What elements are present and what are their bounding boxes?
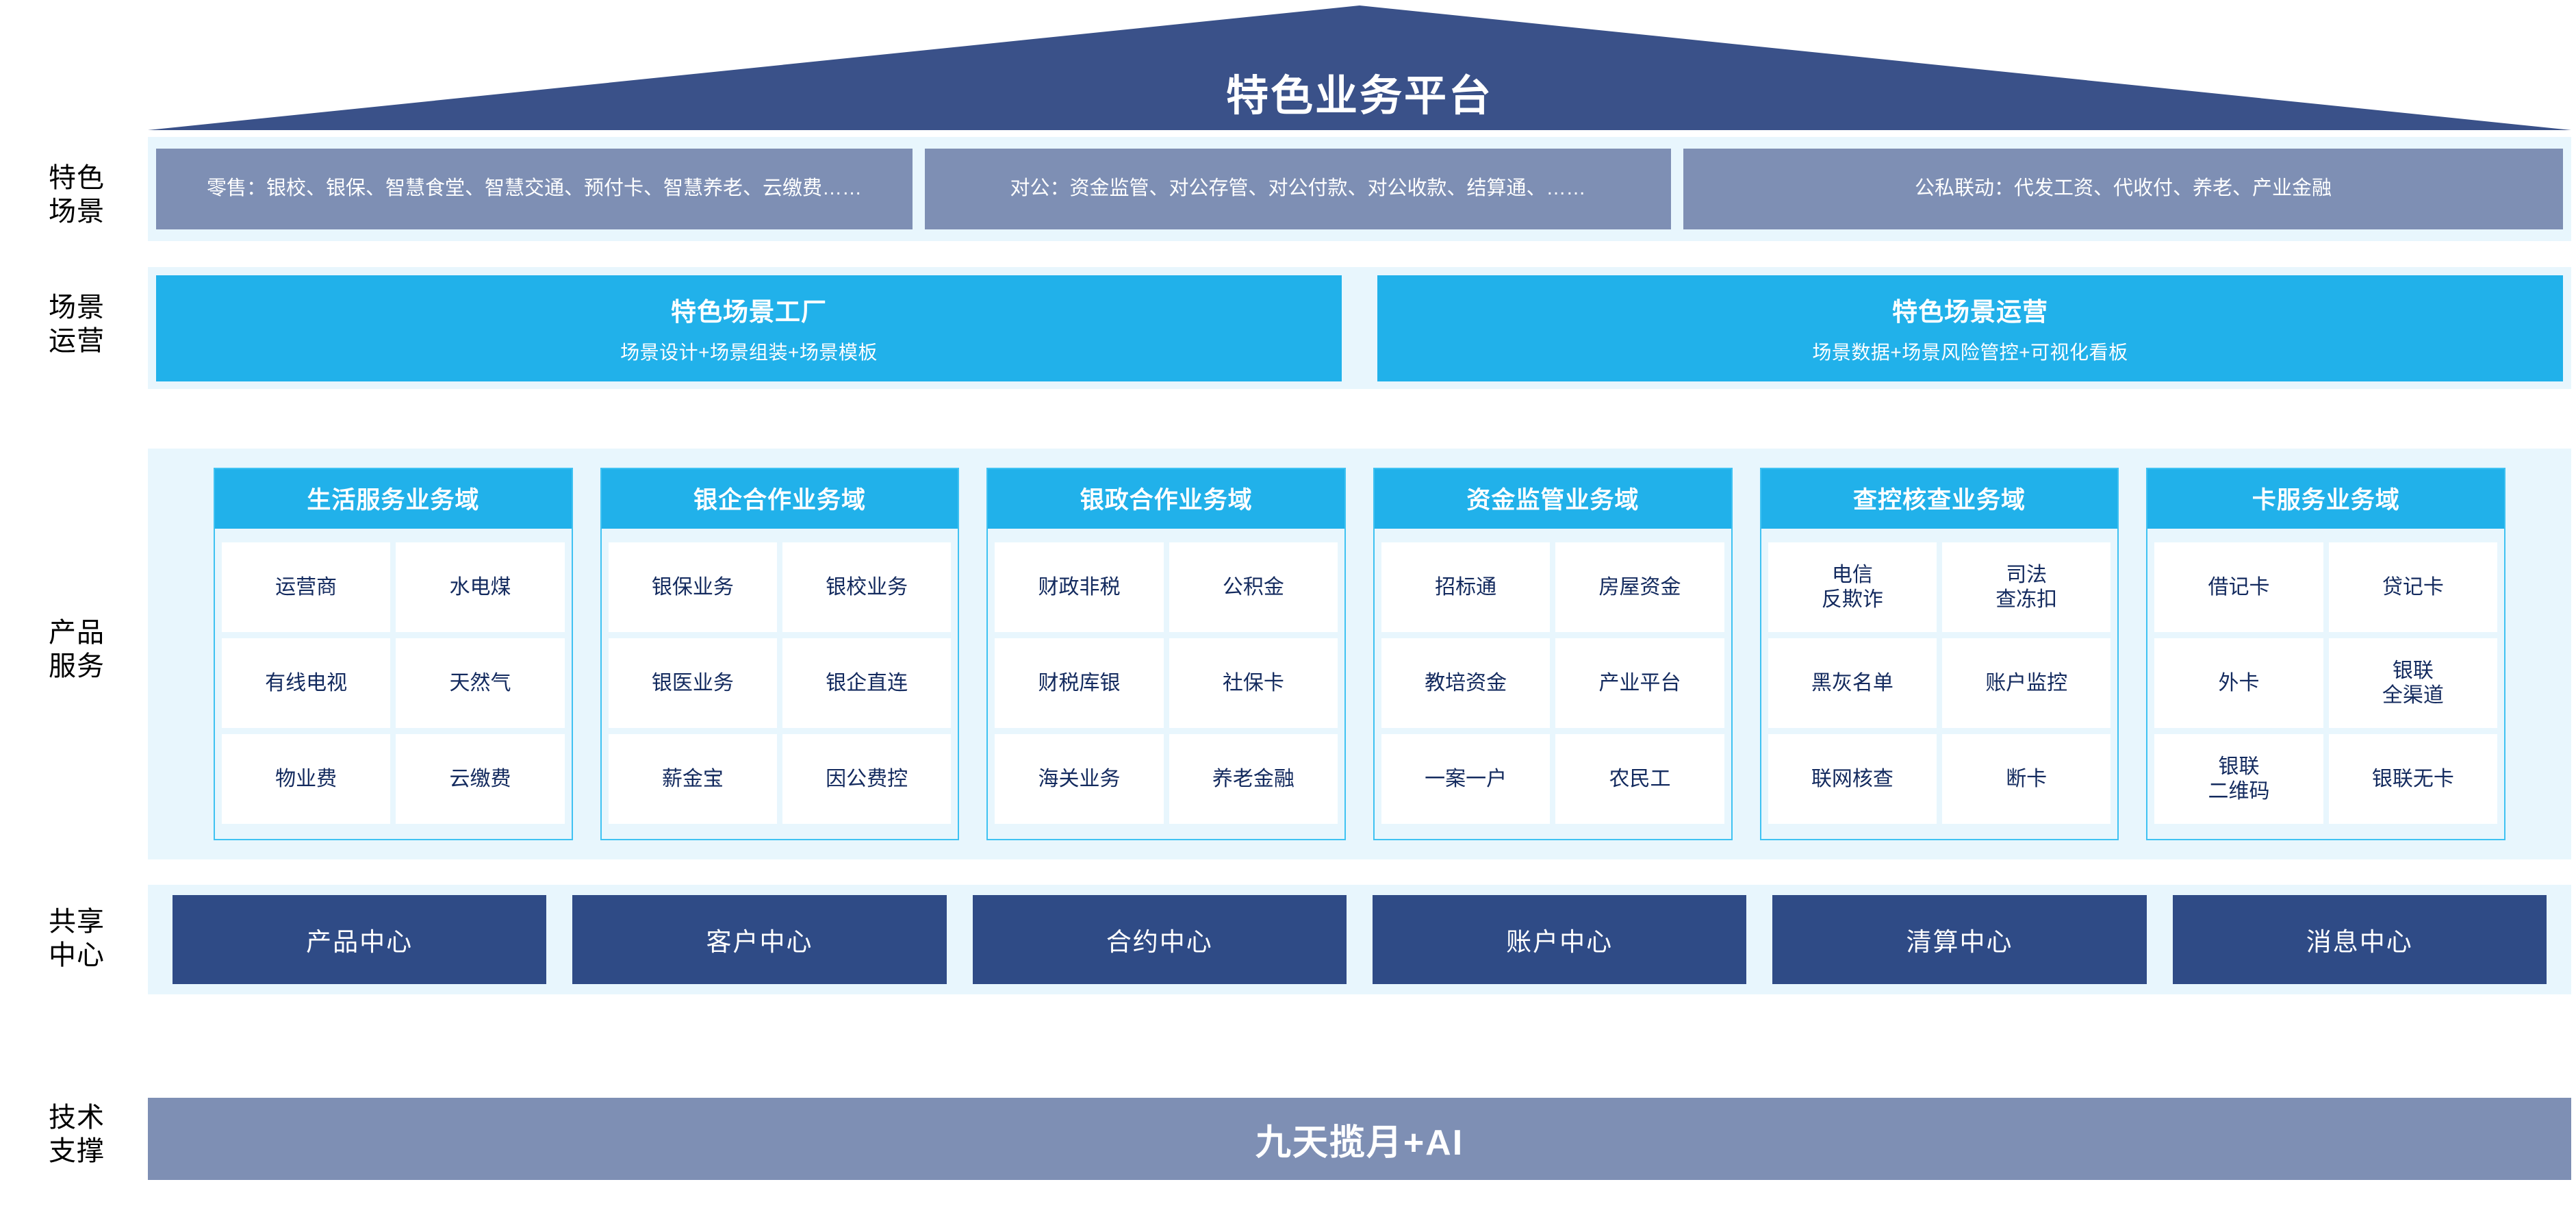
product-service-band: 生活服务业务域 运营商 水电煤 有线电视 天然气 物业费 云缴费 银企合作业务域… xyxy=(148,449,2571,859)
product-item[interactable]: 社保卡 xyxy=(1169,638,1338,728)
product-item[interactable]: 农民工 xyxy=(1555,734,1724,824)
product-item[interactable]: 招标通 xyxy=(1381,542,1551,632)
scenario-box-public-private[interactable]: 公私联动：代发工资、代收付、养老、产业金融 xyxy=(1683,149,2563,229)
domain-column-bank-enterprise: 银企合作业务域 银保业务 银校业务 银医业务 银企直连 薪金宝 因公费控 xyxy=(600,468,960,840)
scenario-band: 零售：银校、银保、智慧食堂、智慧交通、预付卡、智慧养老、云缴费…… 对公：资金监… xyxy=(148,137,2571,241)
product-item[interactable]: 公积金 xyxy=(1169,542,1338,632)
domain-column-card-service: 卡服务业务域 借记卡 贷记卡 外卡 银联 全渠道 银联 二维码 银联无卡 xyxy=(2146,468,2506,840)
shared-center-contract[interactable]: 合约中心 xyxy=(972,895,1347,984)
scenario-box-retail[interactable]: 零售：银校、银保、智慧食堂、智慧交通、预付卡、智慧养老、云缴费…… xyxy=(156,149,913,229)
row-label-product: 产品 服务 xyxy=(49,618,105,681)
shared-center-product[interactable]: 产品中心 xyxy=(173,895,547,984)
domain-item-grid: 财政非税 公积金 财税库银 社保卡 海关业务 养老金融 xyxy=(988,529,1344,839)
product-item[interactable]: 银企直连 xyxy=(782,638,952,728)
product-item[interactable]: 银联 二维码 xyxy=(2154,734,2323,824)
product-item[interactable]: 联网核查 xyxy=(1768,734,1937,824)
page-title: 特色业务平台 xyxy=(1225,73,1493,120)
operation-box-scene-factory[interactable]: 特色场景工厂 场景设计+场景组装+场景模板 xyxy=(156,275,1342,381)
domain-column-bank-government: 银政合作业务域 财政非税 公积金 财税库银 社保卡 海关业务 养老金融 xyxy=(986,468,1347,840)
product-item[interactable]: 产业平台 xyxy=(1555,638,1724,728)
shared-center-clearing[interactable]: 清算中心 xyxy=(1772,895,2147,984)
product-item[interactable]: 贷记卡 xyxy=(2328,542,2498,632)
product-item[interactable]: 薪金宝 xyxy=(608,734,777,824)
operation-subtitle: 场景数据+场景风险管控+可视化看板 xyxy=(1812,342,2128,363)
product-item[interactable]: 借记卡 xyxy=(2154,542,2323,632)
domain-column-fund-supervision: 资金监管业务域 招标通 房屋资金 教培资金 产业平台 一案一户 农民工 xyxy=(1373,468,1733,840)
product-item[interactable]: 银联无卡 xyxy=(2328,734,2498,824)
product-item[interactable]: 云缴费 xyxy=(396,734,565,824)
product-item[interactable]: 财政非税 xyxy=(995,542,1164,632)
product-item[interactable]: 银校业务 xyxy=(782,542,952,632)
product-item[interactable]: 外卡 xyxy=(2154,638,2323,728)
product-item[interactable]: 司法 查冻扣 xyxy=(1942,542,2111,632)
product-item[interactable]: 银保业务 xyxy=(608,542,777,632)
product-item[interactable]: 天然气 xyxy=(396,638,565,728)
product-item[interactable]: 一案一户 xyxy=(1381,734,1551,824)
product-item[interactable]: 财税库银 xyxy=(995,638,1164,728)
domain-title: 资金监管业务域 xyxy=(1375,469,1731,529)
scenario-box-corporate[interactable]: 对公：资金监管、对公存管、对公付款、对公收款、结算通、…… xyxy=(925,149,1671,229)
product-item[interactable]: 断卡 xyxy=(1942,734,2111,824)
operation-box-scene-operation[interactable]: 特色场景运营 场景数据+场景风险管控+可视化看板 xyxy=(1377,275,2563,381)
domain-item-grid: 电信 反欺诈 司法 查冻扣 黑灰名单 账户监控 联网核查 断卡 xyxy=(1761,529,2118,839)
shared-center-customer[interactable]: 客户中心 xyxy=(572,895,947,984)
product-item[interactable]: 黑灰名单 xyxy=(1768,638,1937,728)
domain-column-investigation-control: 查控核查业务域 电信 反欺诈 司法 查冻扣 黑灰名单 账户监控 联网核查 断卡 xyxy=(1759,468,2119,840)
product-item[interactable]: 银医业务 xyxy=(608,638,777,728)
operation-title: 特色场景工厂 xyxy=(671,298,827,326)
operation-band: 特色场景工厂 场景设计+场景组装+场景模板 特色场景运营 场景数据+场景风险管控… xyxy=(148,267,2571,389)
operation-subtitle: 场景设计+场景组装+场景模板 xyxy=(620,342,878,363)
product-item[interactable]: 房屋资金 xyxy=(1555,542,1724,632)
row-label-tech: 技术 支撑 xyxy=(49,1103,105,1166)
product-item[interactable]: 有线电视 xyxy=(222,638,391,728)
domain-column-life-service: 生活服务业务域 运营商 水电煤 有线电视 天然气 物业费 云缴费 xyxy=(214,468,573,840)
product-item[interactable]: 海关业务 xyxy=(995,734,1164,824)
product-item[interactable]: 银联 全渠道 xyxy=(2328,638,2498,728)
product-item[interactable]: 物业费 xyxy=(222,734,391,824)
row-label-operation: 场景 运营 xyxy=(49,292,105,356)
product-item[interactable]: 水电煤 xyxy=(396,542,565,632)
product-item[interactable]: 教培资金 xyxy=(1381,638,1551,728)
operation-title: 特色场景运营 xyxy=(1892,298,2048,326)
platform-roof: 特色业务平台 xyxy=(148,5,2571,130)
domain-title: 查控核查业务域 xyxy=(1761,469,2118,529)
product-item[interactable]: 养老金融 xyxy=(1169,734,1338,824)
product-item[interactable]: 因公费控 xyxy=(782,734,952,824)
domain-title: 银企合作业务域 xyxy=(601,469,958,529)
row-label-scenario: 特色 场景 xyxy=(49,163,105,227)
domain-title: 生活服务业务域 xyxy=(215,469,572,529)
domain-item-grid: 运营商 水电煤 有线电视 天然气 物业费 云缴费 xyxy=(215,529,572,839)
product-item[interactable]: 账户监控 xyxy=(1942,638,2111,728)
shared-center-band: 产品中心 客户中心 合约中心 账户中心 清算中心 消息中心 xyxy=(148,885,2571,994)
tech-support-bar[interactable]: 九天揽月+AI xyxy=(148,1098,2571,1180)
shared-center-account[interactable]: 账户中心 xyxy=(1372,895,1747,984)
domain-item-grid: 借记卡 贷记卡 外卡 银联 全渠道 银联 二维码 银联无卡 xyxy=(2147,529,2504,839)
shared-center-message[interactable]: 消息中心 xyxy=(2172,895,2547,984)
domain-item-grid: 银保业务 银校业务 银医业务 银企直连 薪金宝 因公费控 xyxy=(602,529,958,839)
domain-item-grid: 招标通 房屋资金 教培资金 产业平台 一案一户 农民工 xyxy=(1375,529,1731,839)
domain-title: 卡服务业务域 xyxy=(2147,469,2505,529)
domain-title: 银政合作业务域 xyxy=(988,469,1345,529)
product-item[interactable]: 运营商 xyxy=(222,542,391,632)
row-label-shared: 共享 中心 xyxy=(49,907,105,970)
product-item[interactable]: 电信 反欺诈 xyxy=(1768,542,1937,632)
